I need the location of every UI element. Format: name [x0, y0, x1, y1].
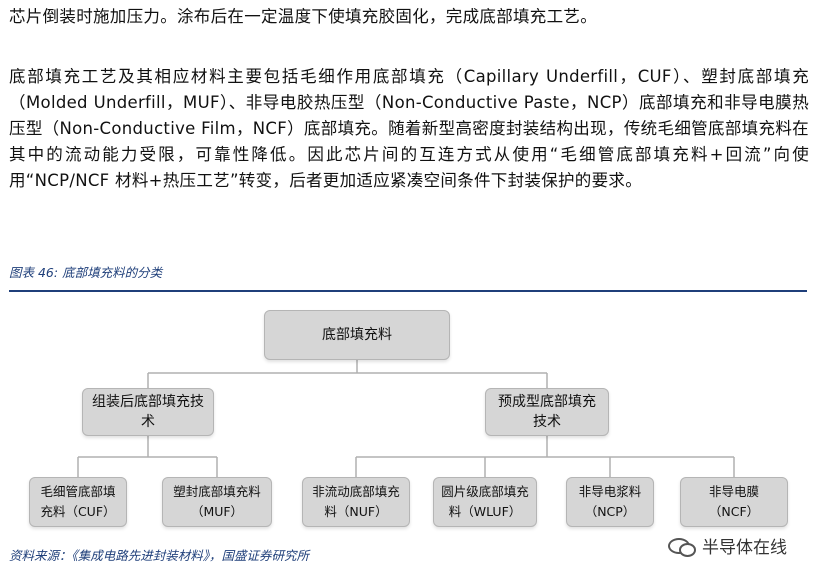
figure-source: 资料来源：《集成电路先进封装材料》，国盛证券研究所 — [9, 548, 310, 563]
watermark-text: 半导体在线 — [702, 538, 787, 558]
leaf-node-wluf: 圆片级底部填充料（WLUF） — [433, 477, 537, 527]
branch-node-preformed: 预成型底部填充技术 — [485, 388, 609, 436]
leaf-node-nuf: 非流动底部填充料（NUF） — [302, 477, 410, 527]
paragraph-2: 底部填充工艺及其相应材料主要包括毛细作用底部填充（Capillary Under… — [9, 67, 809, 190]
wechat-icon — [668, 537, 696, 557]
figure-title-rule — [9, 290, 807, 292]
figure-title: 图表 46: 底部填充料的分类 — [9, 265, 163, 280]
leaf-node-ncf: 非导电膜（NCF） — [680, 477, 788, 527]
root-node: 底部填充料 — [264, 310, 450, 360]
leaf-node-cuf: 毛细管底部填充料（CUF） — [29, 477, 127, 527]
leaf-node-ncp: 非导电浆料（NCP） — [566, 477, 654, 527]
leaf-node-muf: 塑封底部填充料（MUF） — [162, 477, 272, 527]
watermark: 半导体在线 — [668, 533, 787, 558]
paragraph-1: 芯片倒装时施加压力。涂布后在一定温度下使填充胶固化，完成底部填充工艺。 — [9, 7, 597, 26]
branch-node-post-assembly: 组装后底部填充技术 — [82, 388, 214, 436]
